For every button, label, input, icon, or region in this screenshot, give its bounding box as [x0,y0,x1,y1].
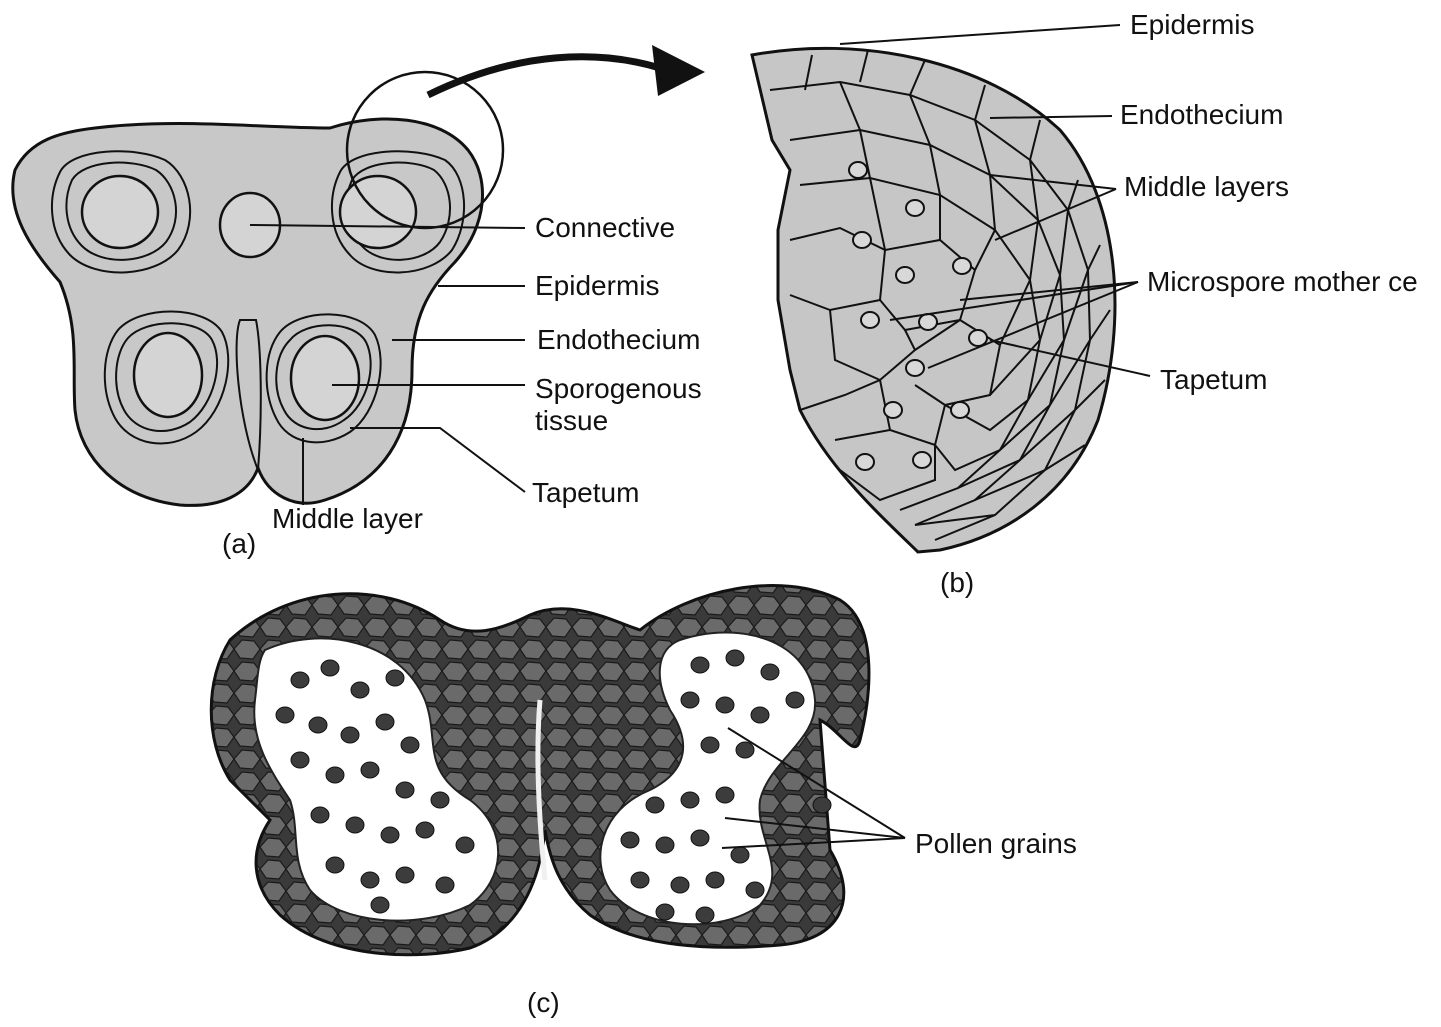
zoom-arrow-head [652,45,705,96]
leader-epidermis-b [840,25,1120,44]
label-endothecium-b: Endothecium [1120,99,1283,130]
caption-c: (c) [527,987,560,1018]
caption-a: (a) [222,528,256,559]
label-pollen-grains: Pollen grains [915,828,1077,859]
panel-a-anther-cross-section: Connective Epidermis Endothecium Sporoge… [13,45,705,559]
anther-outline-a [13,119,483,505]
zoom-arrow [428,57,660,95]
label-sporogenous-tissue: tissue [535,405,608,436]
label-tapetum-a: Tapetum [532,477,639,508]
label-epidermis-b: Epidermis [1130,9,1254,40]
label-tapetum-b: Tapetum [1160,364,1267,395]
caption-b: (b) [940,567,974,598]
label-endothecium-a: Endothecium [537,324,700,355]
label-middle-layer: Middle layer [272,503,423,534]
label-connective: Connective [535,212,675,243]
label-sporogenous: Sporogenous [535,373,702,404]
label-microspore-mother-cells: Microspore mother ce [1147,266,1418,297]
panel-c-mature-anther: Pollen grains (c) [211,586,1077,1018]
label-epidermis-a: Epidermis [535,270,659,301]
panel-b-wall-enlargement: Epidermis Endothecium Middle layers Micr… [752,9,1418,598]
label-middle-layers: Middle layers [1124,171,1289,202]
